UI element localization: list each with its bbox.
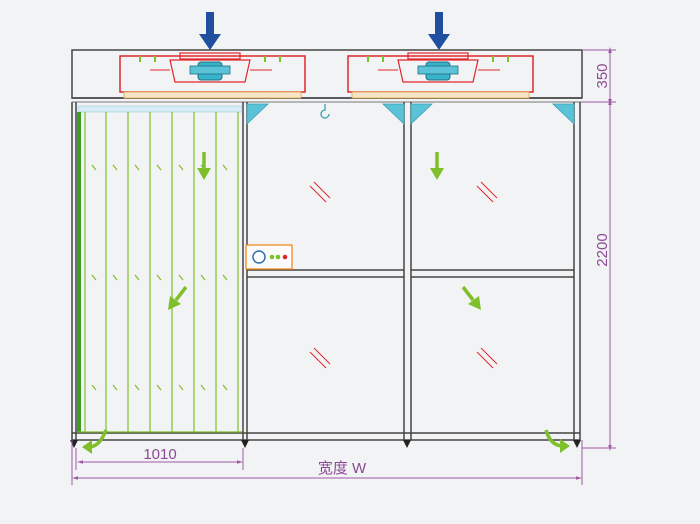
airflow-arrows [82, 152, 570, 454]
fan-filter-unit-left [119, 52, 306, 99]
glass-reflections [309, 181, 498, 369]
curtain-fold-mark [112, 274, 118, 281]
curtain-fold-mark [222, 274, 228, 281]
corner-brackets [246, 103, 575, 125]
soft-curtain [77, 105, 243, 433]
curtain-fold-mark [134, 384, 140, 391]
dimension-lines [71, 47, 616, 485]
control-panel-icon [245, 244, 293, 270]
curtain-fold-mark [222, 164, 228, 171]
airflow-down-arrow-1 [197, 152, 211, 180]
curtain-fold-mark [112, 164, 118, 171]
dimension-label-total-width: 宽度 W [318, 460, 367, 477]
frame [71, 102, 581, 441]
curtain-fold-mark [178, 384, 184, 391]
dimension-label-curtain-width: 1010 [143, 446, 176, 463]
dimension-label-body-height: 2200 [594, 233, 611, 266]
airflow-exit-arrow-right [544, 429, 570, 453]
hook-icon [320, 104, 330, 119]
airflow-down-arrow-2 [430, 152, 444, 180]
curtain-fold-mark [200, 384, 206, 391]
airflow-exit-arrow-left [82, 429, 108, 454]
curtain-fold-mark [112, 384, 118, 391]
curtain-fold-mark [200, 274, 206, 281]
curtain-fold-mark [91, 384, 97, 391]
curtain-fold-mark [156, 274, 162, 281]
curtain-fold-mark [134, 164, 140, 171]
curtain-fold-mark [156, 164, 162, 171]
airflow-diagonal-arrow-2 [461, 285, 481, 310]
curtain-fold-mark [222, 384, 228, 391]
curtain-fold-mark [134, 274, 140, 281]
supply-air-arrow-right [428, 12, 450, 50]
airflow-diagonal-arrow-1 [168, 285, 188, 310]
curtain-fold-mark [178, 164, 184, 171]
curtain-fold-mark [156, 384, 162, 391]
curtain-fold-mark [178, 274, 184, 281]
curtain-fold-mark [91, 164, 97, 171]
supply-air-arrow-left [199, 12, 221, 50]
fan-filter-unit-right [347, 52, 534, 99]
dimension-label-top-height: 350 [594, 63, 611, 88]
curtain-fold-mark [91, 274, 97, 281]
